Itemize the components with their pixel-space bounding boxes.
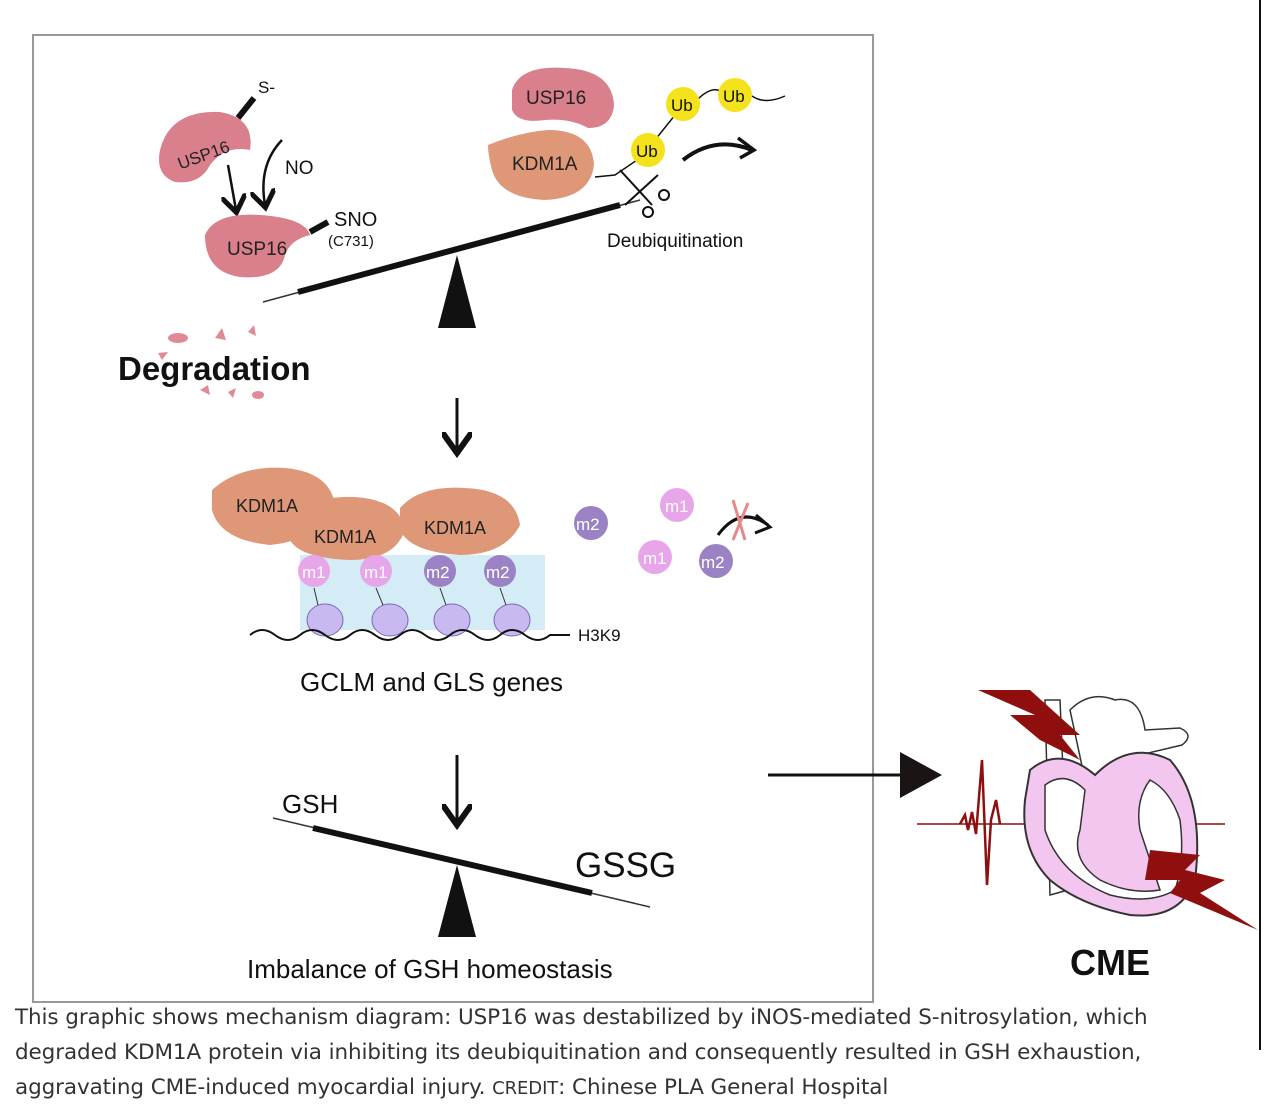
degradation-label: Degradation: [118, 350, 311, 387]
gsh-seesaw: [272, 817, 651, 937]
svg-text:S-: S-: [258, 78, 275, 97]
release-arrow-icon: [681, 142, 753, 162]
svg-text:m1: m1: [665, 497, 689, 516]
kdm1a-label: KDM1A: [236, 496, 298, 516]
imbalance-label: Imbalance of GSH homeostasis: [247, 954, 613, 984]
no-label: NO: [285, 158, 314, 179]
nucleosomes: [306, 603, 531, 637]
credit-text: : Chinese PLA General Hospital: [558, 1075, 889, 1100]
figure-caption: This graphic shows mechanism diagram: US…: [15, 1000, 1255, 1106]
usp16-protein-snitrosylated: USP16 SNO (C731): [205, 209, 377, 278]
svg-text:m1: m1: [302, 563, 326, 582]
degraded-fragments: [158, 325, 264, 399]
usp16-kdm1a-complex: USP16 KDM1A: [488, 67, 614, 200]
credit-label: CREDIT: [492, 1078, 559, 1099]
deubiquitination-label: Deubiquitination: [607, 231, 743, 252]
heart-illustration: [917, 690, 1258, 930]
svg-text:Ub: Ub: [671, 96, 693, 115]
free-methyl-marks: m2 m1 m1 m2: [574, 488, 733, 578]
svg-text:m1: m1: [364, 563, 388, 582]
svg-text:Ub: Ub: [723, 87, 745, 106]
svg-text:m1: m1: [643, 549, 667, 568]
genes-label: GCLM and GLS genes: [300, 667, 563, 697]
page-edge-divider: [1259, 0, 1261, 1050]
h3k9-label: H3K9: [578, 626, 621, 645]
svg-text:m2: m2: [576, 515, 600, 534]
svg-text:m2: m2: [701, 553, 725, 572]
svg-text:KDM1A: KDM1A: [512, 154, 578, 175]
svg-text:m2: m2: [426, 563, 450, 582]
caption-text: This graphic shows mechanism diagram: US…: [15, 1005, 1148, 1100]
kdm1a-label: KDM1A: [314, 527, 376, 547]
cme-label: CME: [1070, 942, 1150, 983]
curved-arrow-icon: [263, 139, 283, 205]
svg-text:USP16: USP16: [227, 239, 287, 260]
mechanism-diagram: USP16 S- NO USP16 SNO (C731) USP16 KDM1A…: [32, 34, 1258, 1003]
blocked-x-icon: [731, 499, 750, 541]
svg-text:(C731): (C731): [328, 233, 374, 250]
dna-strand: [249, 629, 570, 641]
histone-marks: m1 m1 m2 m2: [298, 555, 516, 606]
scissors-icon: [619, 169, 670, 218]
svg-text:SNO: SNO: [334, 209, 377, 231]
ubiquitin-chain: Ub Ub Ub: [594, 78, 786, 178]
arrow-icon: [228, 164, 236, 210]
svg-text:USP16: USP16: [526, 88, 586, 109]
gssg-label: GSSG: [575, 846, 676, 885]
gsh-label: GSH: [282, 789, 338, 819]
kdm1a-label: KDM1A: [424, 518, 486, 538]
seesaw-balance: [262, 199, 641, 328]
kdm1a-cluster: [212, 467, 520, 560]
svg-text:Ub: Ub: [636, 142, 658, 161]
svg-text:m2: m2: [486, 563, 510, 582]
